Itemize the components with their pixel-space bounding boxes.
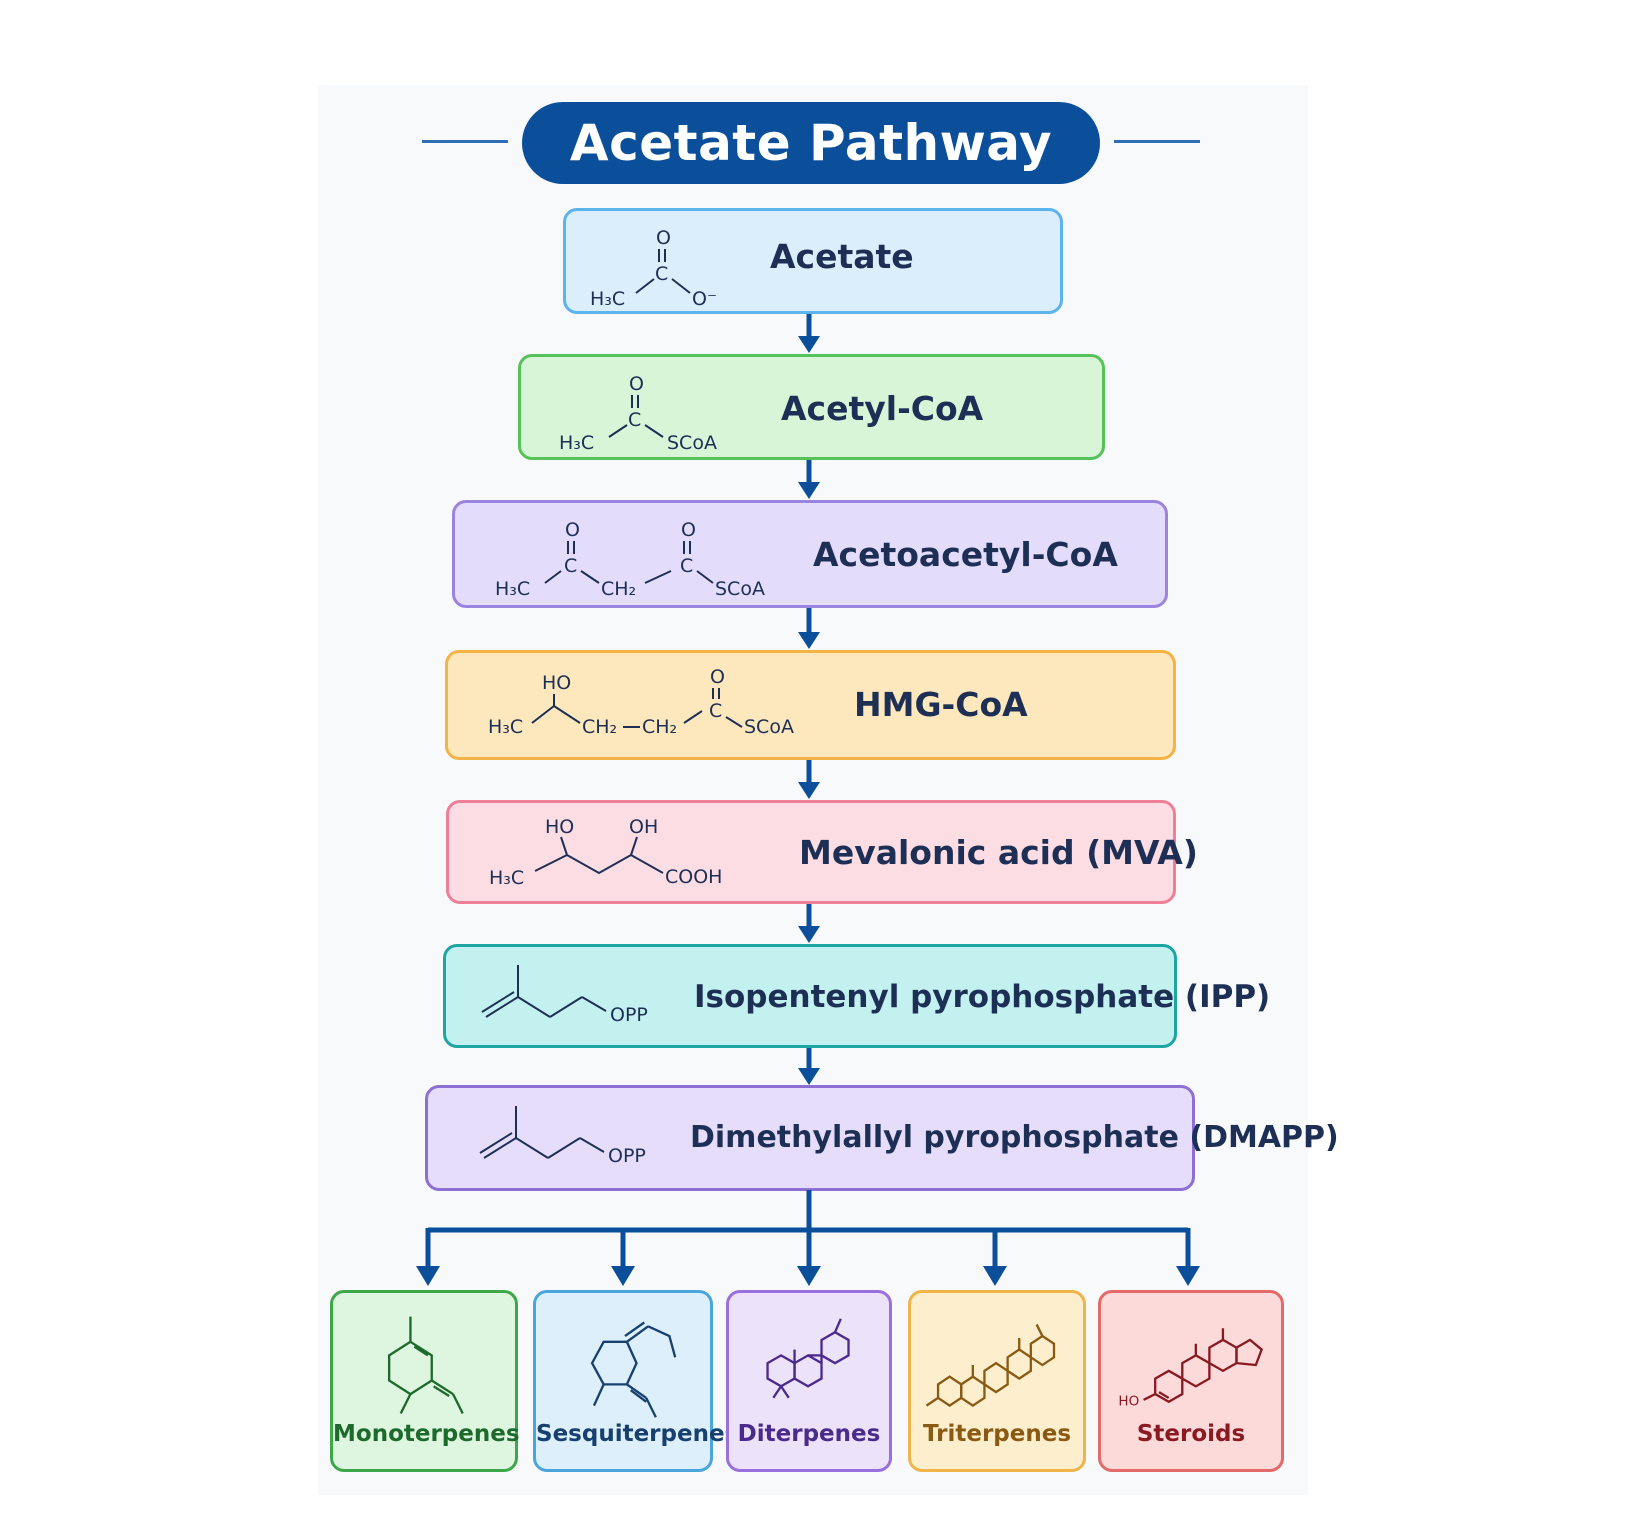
- step-label: Mevalonic acid (MVA): [799, 833, 1198, 872]
- arrowhead-sesquiterpenes: [611, 1266, 635, 1286]
- class-monoterpenes: Monoterpenes: [330, 1290, 520, 1472]
- arrow-acetyl-coa-to-acetoacetyl-coa: [798, 460, 820, 499]
- svg-text:SCoA: SCoA: [744, 716, 794, 738]
- step-hmg-coa: HO H₃C CH₂ CH₂ O C SCoA HMG-CoA: [445, 650, 1176, 760]
- svg-text:O: O: [656, 227, 671, 249]
- svg-text:SCoA: SCoA: [667, 432, 717, 454]
- svg-text:C: C: [680, 555, 693, 577]
- step-label: Acetyl-CoA: [781, 389, 984, 428]
- arrow-acetoacetyl-coa-to-hmg-coa: [798, 608, 820, 649]
- acetate-structure: O C H₃C O⁻: [590, 227, 717, 310]
- arrowhead-steroids: [1176, 1266, 1200, 1286]
- acetyl-coa-structure: O C H₃C SCoA: [559, 373, 717, 454]
- step-mevalonic-acid: HO OH H₃C COOH Mevalonic acid (MVA): [446, 800, 1198, 904]
- class-steroids: HO Steroids: [1098, 1290, 1284, 1472]
- svg-text:C: C: [655, 263, 668, 285]
- svg-text:O: O: [710, 666, 725, 688]
- step-acetoacetyl-coa: O C H₃C CH₂ O C SCoA Acetoacetyl-CoA: [452, 500, 1168, 608]
- step-label: Dimethylallyl pyrophosphate (DMAPP): [690, 1120, 1339, 1155]
- hmg-coa-structure: HO H₃C CH₂ CH₂ O C SCoA: [488, 666, 794, 738]
- arrow-ipp-to-dmapp: [798, 1048, 820, 1085]
- svg-text:C: C: [628, 409, 641, 431]
- svg-text:SCoA: SCoA: [715, 578, 765, 600]
- arrowhead-diterpenes: [797, 1266, 821, 1286]
- svg-text:OPP: OPP: [608, 1145, 646, 1167]
- svg-text:CH₂: CH₂: [582, 716, 617, 738]
- mevalonic-acid-structure: HO OH H₃C COOH: [489, 816, 722, 889]
- class-label: Monoterpenes: [333, 1421, 520, 1447]
- step-label: Acetate: [770, 237, 914, 276]
- svg-text:H₃C: H₃C: [559, 432, 594, 454]
- svg-text:H₃C: H₃C: [488, 716, 523, 738]
- svg-text:HO: HO: [1118, 1394, 1139, 1410]
- svg-text:O: O: [629, 373, 644, 395]
- sesquiterpene-structure: [590, 1321, 677, 1418]
- dmapp-structure: OPP: [479, 1106, 646, 1167]
- step-ipp: OPP Isopentenyl pyrophosphate (IPP): [443, 944, 1270, 1048]
- triterpene-structure: [925, 1323, 1056, 1408]
- class-sesquiterpenes: Sesquiterpenes: [533, 1290, 739, 1472]
- svg-text:H₃C: H₃C: [495, 578, 530, 600]
- class-label: Steroids: [1136, 1421, 1246, 1447]
- step-acetate: O C H₃C O⁻ Acetate: [563, 208, 1063, 314]
- svg-text:C: C: [564, 555, 577, 577]
- svg-text:H₃C: H₃C: [590, 288, 625, 310]
- step-label: HMG-CoA: [854, 685, 1028, 724]
- header-line-right: [1114, 140, 1200, 143]
- monoterpene-structure: [387, 1316, 464, 1414]
- svg-text:CH₂: CH₂: [642, 716, 677, 738]
- class-diterpenes: Diterpenes: [726, 1290, 892, 1472]
- step-dmapp: OPP Dimethylallyl pyrophosphate (DMAPP): [425, 1085, 1339, 1191]
- ipp-structure: OPP: [481, 965, 648, 1026]
- svg-text:O⁻: O⁻: [692, 288, 717, 310]
- svg-text:H₃C: H₃C: [489, 867, 524, 889]
- arrowhead-triterpenes: [983, 1266, 1007, 1286]
- class-label: Diterpenes: [737, 1421, 881, 1447]
- header-line-left: [422, 140, 508, 143]
- steroid-structure: HO: [1118, 1328, 1264, 1410]
- class-triterpenes: Triterpenes: [908, 1290, 1086, 1472]
- arrow-hmg-coa-to-mevalonic-acid: [798, 760, 820, 799]
- svg-text:COOH: COOH: [665, 866, 722, 888]
- step-acetyl-coa: O C H₃C SCoA Acetyl-CoA: [518, 354, 1105, 460]
- svg-text:CH₂: CH₂: [601, 578, 636, 600]
- arrowhead-monoterpenes: [416, 1266, 440, 1286]
- svg-text:OPP: OPP: [610, 1004, 648, 1026]
- diterpene-structure: [766, 1318, 850, 1399]
- arrow-acetate-to-acetyl-coa: [798, 314, 820, 353]
- acetoacetyl-coa-structure: O C H₃C CH₂ O C SCoA: [495, 519, 765, 600]
- class-label: Triterpenes: [922, 1421, 1072, 1447]
- svg-text:O: O: [565, 519, 580, 541]
- svg-text:O: O: [681, 519, 696, 541]
- diagram-title: Acetate Pathway: [522, 102, 1100, 184]
- svg-text:HO: HO: [542, 672, 571, 694]
- branch-arrows: [416, 1190, 1200, 1286]
- step-label: Isopentenyl pyrophosphate (IPP): [694, 979, 1271, 1015]
- svg-text:OH: OH: [629, 816, 658, 838]
- svg-text:C: C: [709, 700, 722, 722]
- class-label: Sesquiterpenes: [536, 1421, 739, 1447]
- step-label: Acetoacetyl-CoA: [813, 535, 1118, 574]
- svg-text:HO: HO: [545, 816, 574, 838]
- arrow-mevalonic-acid-to-ipp: [798, 904, 820, 943]
